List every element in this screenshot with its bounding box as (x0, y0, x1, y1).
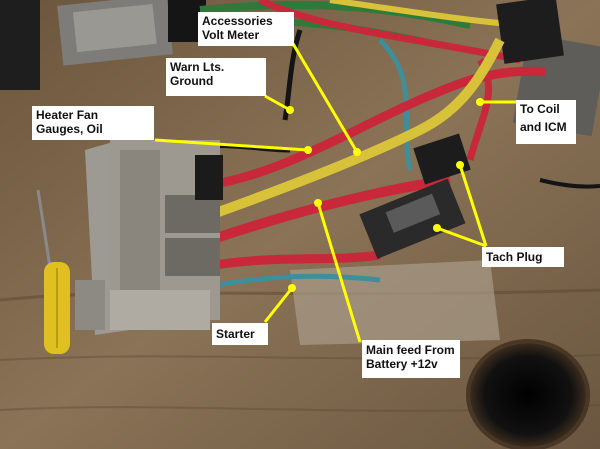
gray-plug (165, 238, 220, 276)
dark-block (0, 0, 40, 90)
label-main-feed-battery: Main feed From Battery +12v (362, 340, 460, 378)
mount-tab (75, 280, 105, 330)
label-line: Tach Plug (486, 250, 543, 264)
tach-connector-window (385, 193, 441, 233)
red-wire (209, 66, 546, 190)
leader-tach-1 (458, 164, 488, 247)
fuse-block-shade (120, 150, 160, 310)
label-accessories-volt-meter: Accessories Volt Meter (198, 12, 294, 46)
label-line: and ICM (520, 120, 567, 134)
label-tach-plug: Tach Plug (482, 247, 564, 267)
label-line: Volt Meter (202, 28, 260, 42)
label-heater-fan-gauges-oil: Heater Fan Gauges, Oil (32, 106, 154, 140)
marker-warn (286, 106, 294, 114)
marker-coil (476, 98, 484, 106)
label-warn-lts-ground: Warn Lts. Ground (166, 58, 266, 96)
marker-heater (304, 146, 312, 154)
leader-tach-2 (436, 226, 487, 248)
leader-heater (154, 138, 309, 152)
label-line: Gauges, Oil (36, 122, 103, 136)
label-to-coil-and-icm: To Coil and ICM (516, 100, 576, 144)
leader-mainfeed (316, 202, 362, 343)
label-line: Warn Lts. (170, 60, 225, 74)
tach-connector-small (413, 133, 471, 185)
yellow-wire (329, 0, 521, 28)
right-connector-black (496, 0, 564, 64)
fuse-block-base (110, 290, 210, 330)
label-starter: Starter (212, 323, 268, 345)
floor-hole (470, 343, 586, 447)
blue-wire (214, 273, 381, 288)
gray-plug (165, 195, 220, 233)
marker-starter (288, 284, 296, 292)
annotation-dots (286, 98, 484, 292)
floor-hole-rim (466, 339, 590, 449)
gray-box-ridges (72, 3, 157, 53)
marker-tach-1 (456, 161, 464, 169)
red-wire (208, 175, 451, 245)
label-line: Starter (216, 327, 255, 341)
label-line: Main feed From (366, 343, 455, 357)
marker-tach-2 (433, 224, 441, 232)
label-line: To Coil (520, 102, 560, 116)
marker-mainfeed (314, 199, 322, 207)
annotation-lines (154, 41, 520, 343)
label-line: Heater Fan (36, 108, 99, 122)
red-wire (214, 250, 381, 270)
label-line: Battery +12v (366, 357, 438, 371)
leader-accessories (290, 41, 359, 153)
label-line: Accessories (202, 14, 273, 28)
red-wire (258, 0, 521, 64)
black-wire (539, 178, 600, 189)
black-plug (195, 155, 223, 200)
label-line: Ground (170, 74, 214, 88)
marker-accessories (353, 148, 361, 156)
yellow-wire (208, 37, 505, 220)
leader-starter (263, 287, 294, 323)
leader-warn (264, 94, 291, 112)
plaster-patch (290, 260, 500, 345)
